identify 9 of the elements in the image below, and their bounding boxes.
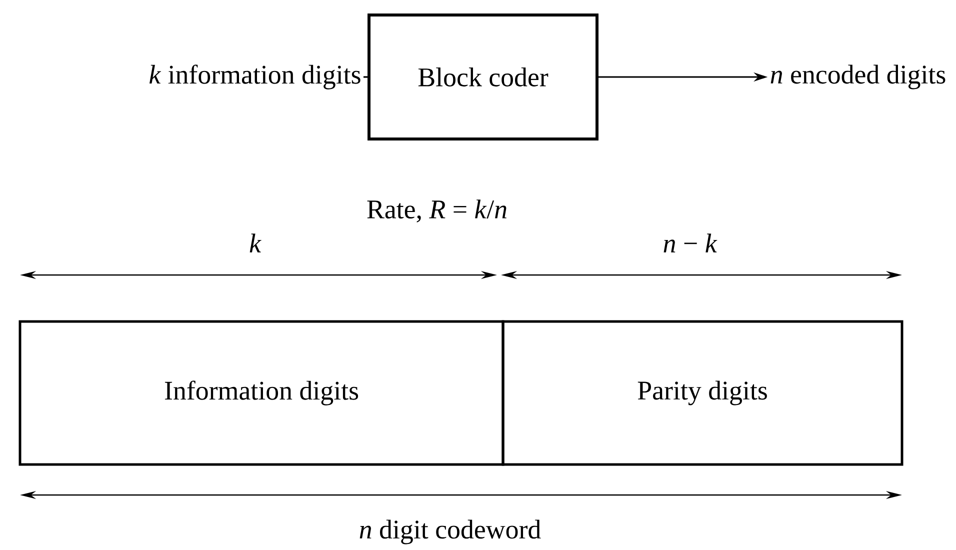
text-label: n encoded digits: [770, 64, 946, 90]
label: Rate, R = k/n: [367, 200, 506, 222]
process-box: Block coder: [368, 14, 598, 140]
label: n digit codeword: [360, 520, 541, 544]
label: n − k: [664, 234, 718, 252]
codeword-cell: Information digits: [18, 320, 504, 466]
codeword-cell: Parity digits: [502, 320, 904, 466]
label: k: [250, 234, 262, 252]
text-label: k information digits: [150, 64, 360, 90]
